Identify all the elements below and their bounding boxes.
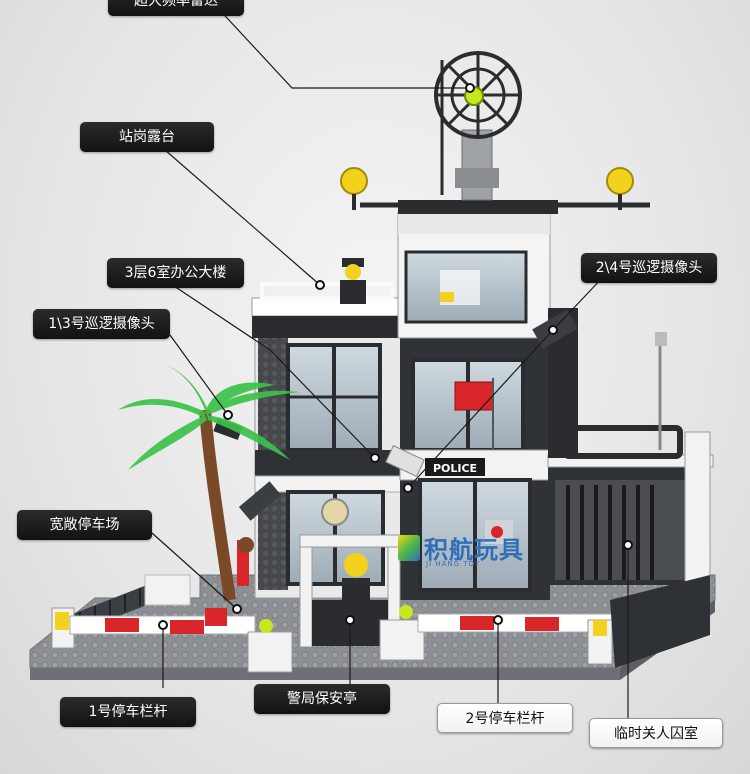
- label-radar: 超大频率雷达: [108, 0, 244, 16]
- brand-watermark: 积航玩具 JI HANG TOY: [398, 530, 524, 568]
- label-guard: 警局保安亭: [254, 684, 390, 714]
- brand-logo-icon: [398, 534, 420, 561]
- label-cam24: 2\4号巡逻摄像头: [581, 253, 717, 283]
- label-balcony: 站岗露台: [80, 122, 214, 152]
- label-gate2: 2号停车栏杆: [437, 703, 573, 733]
- brand-name: 积航玩具: [424, 536, 524, 564]
- police-sign: POLICE: [433, 462, 477, 475]
- officer-minifigure: [340, 258, 366, 304]
- plants: [237, 537, 254, 586]
- label-gate1: 1号停车栏杆: [60, 697, 196, 727]
- label-cam13: 1\3号巡逻摄像头: [33, 309, 170, 339]
- leader-lines: [151, 4, 629, 720]
- label-parking: 宽敞停车场: [17, 510, 152, 540]
- barrier-2: [379, 575, 710, 668]
- brand-sub: JI HANG TOY: [426, 560, 480, 568]
- radar-dish: [434, 51, 522, 139]
- leader-dots: [158, 83, 633, 630]
- label-jail: 临时关人囚室: [589, 718, 723, 748]
- palm-tree: [118, 362, 300, 601]
- label-office: 3层6室办公大楼: [107, 258, 244, 288]
